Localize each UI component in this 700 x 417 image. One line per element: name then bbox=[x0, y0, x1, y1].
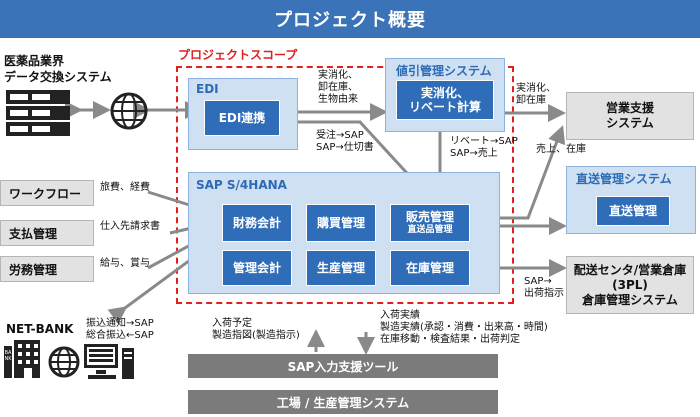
sap-panel-title: SAP S/4HANA bbox=[196, 178, 287, 192]
netbank-label: NET-BANK bbox=[6, 322, 74, 336]
direct-mgmt-box: 直送管理 bbox=[596, 196, 670, 226]
netbank-globe-icon bbox=[48, 346, 80, 378]
logistics-box: 配送センタ/営業倉庫 (3PL) 倉庫管理システム bbox=[566, 256, 694, 314]
rebate-panel-title: 値引管理システム bbox=[396, 64, 492, 78]
computer-terminal-icon bbox=[84, 344, 136, 382]
bank-sign-text: BANK bbox=[4, 350, 12, 362]
factory-in-label-2: 製造指図(製造指示) bbox=[212, 330, 300, 341]
module-purchasing: 購買管理 bbox=[306, 204, 376, 242]
globe-icon bbox=[110, 92, 148, 130]
netbank-flow-label-1: 振込通知→SAP bbox=[86, 318, 154, 329]
sales-support-box: 営業支援 システム bbox=[566, 92, 694, 140]
sap-input-tool-bar: SAP入力支援ツール bbox=[188, 354, 498, 378]
edi-in-label-1: 実消化、 bbox=[318, 70, 358, 81]
factory-out-label-3: 在庫移動・検査結果・出荷判定 bbox=[380, 334, 520, 345]
edi-sap-label-1: 受注→SAP bbox=[316, 130, 364, 141]
netbank-flow-label-2: 総合振込←SAP bbox=[86, 330, 154, 341]
payment-flow-label: 仕入先請求書 bbox=[100, 221, 160, 232]
edi-panel-title: EDI bbox=[196, 82, 219, 96]
payment-box: 支払管理 bbox=[0, 220, 94, 246]
sales-stock-label: 売上、在庫 bbox=[536, 144, 586, 155]
industry-system-label-2: データ交換システム bbox=[4, 70, 112, 84]
rebate-out-label-2: 卸在庫 bbox=[516, 95, 546, 106]
project-scope-boundary bbox=[176, 66, 514, 304]
rebate-sap-label-1: リベート→SAP bbox=[450, 136, 518, 147]
module-sales: 販売管理 直送品管理 bbox=[390, 204, 470, 242]
edi-in-label-3: 生物由来 bbox=[318, 94, 358, 105]
module-sales-sub: 直送品管理 bbox=[407, 225, 453, 235]
ship-label-1: SAP→ bbox=[524, 276, 552, 287]
industry-system-label-1: 医薬品業界 bbox=[4, 54, 65, 68]
module-production: 生産管理 bbox=[306, 250, 376, 286]
logistics-line2: (3PL) bbox=[612, 277, 648, 292]
edi-in-label-2: 卸在庫、 bbox=[318, 82, 358, 93]
logistics-line1: 配送センタ/営業倉庫 bbox=[573, 262, 687, 277]
labor-flow-label: 給与、賞与 bbox=[100, 258, 150, 269]
edi-sap-label-2: SAP→仕切書 bbox=[316, 142, 374, 153]
rebate-box-line1: 実消化、 bbox=[420, 86, 469, 100]
module-financial-accounting: 財務会計 bbox=[222, 204, 292, 242]
factory-in-label-1: 入荷予定 bbox=[212, 318, 252, 329]
factory-out-label-1: 入荷実績 bbox=[380, 310, 420, 321]
rebate-calc-box: 実消化、 リベート計算 bbox=[396, 80, 494, 120]
bank-building-icon: BANK bbox=[4, 340, 44, 380]
module-sales-label: 販売管理 bbox=[405, 210, 454, 224]
factory-production-bar: 工場 / 生産管理システム bbox=[188, 390, 498, 414]
rebate-sap-label-2: SAP→売上 bbox=[450, 148, 498, 159]
module-management-accounting: 管理会計 bbox=[222, 250, 292, 286]
scope-label: プロジェクトスコープ bbox=[178, 48, 298, 62]
sales-support-line1: 営業支援 bbox=[605, 101, 654, 115]
rebate-out-label-1: 実消化、 bbox=[516, 83, 556, 94]
sales-support-line2: システム bbox=[606, 116, 654, 130]
workflow-flow-label: 旅費、経費 bbox=[100, 182, 150, 193]
workflow-box: ワークフロー bbox=[0, 180, 94, 206]
labor-box: 労務管理 bbox=[0, 256, 94, 282]
edi-link-box: EDI連携 bbox=[204, 100, 280, 136]
logistics-line3: 倉庫管理システム bbox=[582, 292, 678, 307]
server-rack-icon bbox=[6, 90, 70, 136]
page-title: プロジェクト概要 bbox=[0, 0, 700, 38]
rebate-box-line2: リベート計算 bbox=[408, 100, 481, 114]
factory-out-label-2: 製造実績(承認・消費・出来高・時間) bbox=[380, 322, 548, 333]
ship-label-2: 出荷指示 bbox=[524, 288, 564, 299]
direct-panel-title: 直送管理システム bbox=[576, 172, 672, 186]
module-inventory: 在庫管理 bbox=[390, 250, 470, 286]
